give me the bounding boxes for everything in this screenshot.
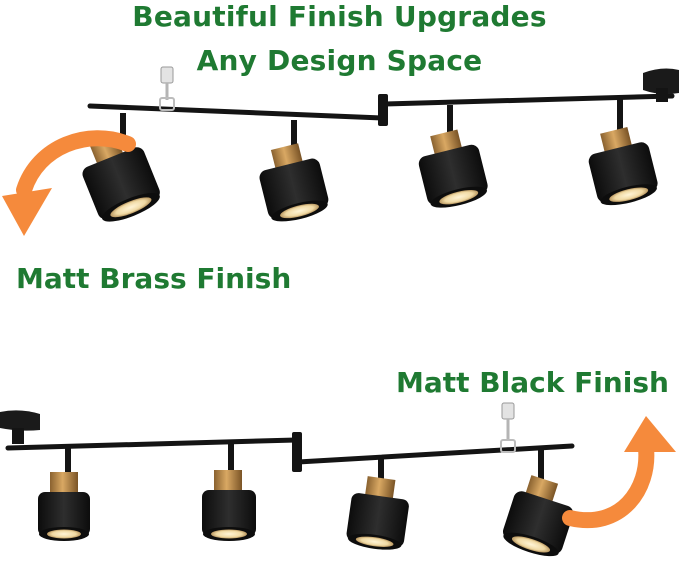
top-bar-joint [378, 94, 388, 126]
top-mounting-clip-icon [159, 66, 175, 111]
bottom-mounting-clip-icon [500, 402, 516, 453]
bottom-bar-joint [292, 432, 302, 472]
bottom-canopy-stem [12, 428, 24, 444]
bottom-canopy [0, 410, 40, 431]
top-left-bar [87, 103, 385, 121]
top-fixture [2, 66, 679, 236]
top-canopy [643, 68, 679, 94]
curved-arrow-icon-top [2, 130, 136, 236]
top-canopy-stem [656, 88, 668, 102]
matt-black-finish-label: Matt Black Finish [396, 366, 669, 399]
headline-line-2: Any Design Space [196, 44, 483, 77]
bottom-spotlight-3 [346, 456, 409, 550]
top-spotlight-3 [418, 105, 488, 208]
headline-line-1: Beautiful Finish Upgrades [132, 0, 547, 33]
bottom-spotlight-4 [502, 450, 574, 557]
top-right-bar [382, 93, 675, 107]
curved-arrow-icon-bottom [562, 416, 676, 528]
matt-brass-finish-label: Matt Brass Finish [16, 262, 292, 295]
top-spotlight-1 [82, 113, 160, 222]
top-spotlight-4 [588, 98, 658, 206]
bottom-fixture [0, 402, 676, 557]
bottom-right-bar [295, 443, 575, 465]
bottom-left-bar [5, 437, 299, 451]
bottom-spotlight-1 [38, 448, 90, 541]
top-spotlight-2 [259, 120, 329, 222]
bottom-spotlight-2 [202, 444, 256, 541]
